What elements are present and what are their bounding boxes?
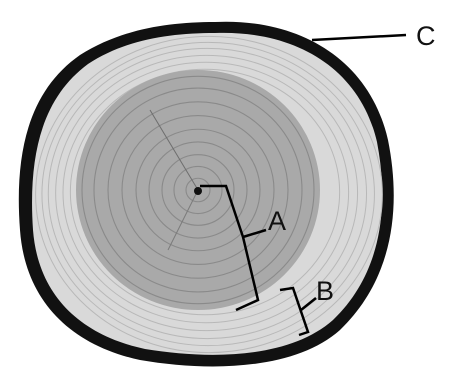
label-b: B xyxy=(316,276,334,306)
label-c: C xyxy=(416,21,436,51)
pith xyxy=(194,187,202,195)
trunk-cross-section xyxy=(19,22,394,367)
leader-line-c xyxy=(312,35,406,40)
label-a: A xyxy=(268,206,286,236)
